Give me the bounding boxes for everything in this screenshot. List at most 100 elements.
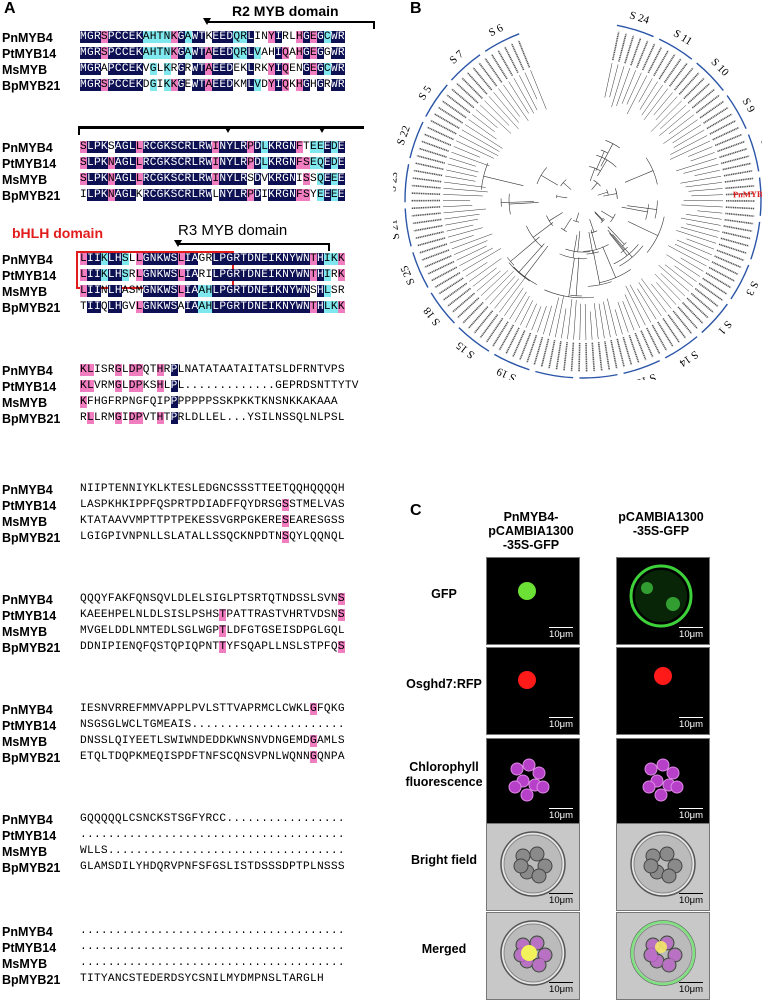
leaf-name-mark — [527, 335, 536, 362]
leaf-branch — [448, 164, 479, 172]
leaf-branch — [641, 278, 666, 312]
scale-bar-line — [679, 893, 703, 894]
leaf-name-mark — [498, 50, 512, 75]
leaf-name-mark — [725, 178, 754, 182]
internal-branch — [603, 194, 616, 197]
leaf-branch — [454, 241, 487, 255]
leaf-branch — [514, 78, 534, 113]
leaf-branch — [616, 68, 629, 106]
leaf-branch — [642, 85, 663, 115]
sequence-text: MVGELDDLNMTEDLSGLWGPTLDFGTGSEISDPGLGQL — [80, 625, 345, 637]
r3-domain-label: R3 MYB domain — [178, 222, 287, 239]
leaf-branch — [444, 182, 486, 187]
leaf-name-mark — [417, 156, 445, 163]
internal-branch — [595, 212, 603, 220]
leaf-branch — [655, 274, 681, 301]
sequence-text: LASPKHKIPPFQSPRTPDIADFFQYDRSGSSTMELVAS — [80, 499, 345, 511]
leaf-name-mark — [412, 213, 441, 216]
subgroup-label: S 16 — [634, 371, 657, 380]
leaf-branch — [681, 227, 718, 237]
leaf-name-mark — [687, 298, 708, 318]
leaf-name-mark — [448, 288, 471, 306]
alignment-row: PtMYB14 LASPKHKIPPFQSPRTPDIADFFQYDRSGSSTM… — [2, 498, 397, 514]
internal-branch — [484, 176, 524, 186]
leaf-branch — [469, 258, 501, 281]
panel-c-letter: C — [410, 502, 422, 520]
sequence-text: ...................................... — [80, 925, 345, 937]
leaf-branch — [618, 302, 628, 332]
leaf-branch — [651, 101, 682, 132]
leaf-name-mark — [664, 59, 681, 83]
sequence-name: PtMYB14 — [2, 380, 74, 394]
sequence-name: BpMYB21 — [2, 861, 74, 875]
leaf-branch — [445, 176, 475, 181]
subgroup-label: S 6 — [487, 22, 506, 39]
internal-branch — [593, 251, 600, 285]
leaf-name-mark — [463, 302, 483, 323]
leaf-name-mark — [611, 340, 617, 368]
sequence-name: MsMYB — [2, 285, 74, 299]
leaf-name-mark — [439, 278, 463, 294]
domain-marker-block2-b — [318, 126, 326, 133]
r2-domain-marker — [203, 18, 211, 25]
alignment-block: PnMYB4..................................… — [2, 924, 397, 988]
internal-branch — [549, 212, 563, 220]
leaf-name-mark — [414, 170, 443, 175]
phylogenetic-tree: S 24S 11S 10S 9S 12S 4S 2S 3S 1S 14S 16S… — [393, 0, 762, 380]
leaf-name-mark — [717, 142, 744, 152]
subgroup-arc — [748, 134, 758, 171]
sequence-text: KTATAAVVMPTTPTPEKESSVGRPGKERESEARESGSS — [80, 515, 345, 527]
scale-bar-line — [549, 717, 573, 718]
leaf-name-mark — [652, 325, 666, 350]
leaf-branch — [444, 209, 486, 213]
leaf-name-mark — [678, 307, 697, 329]
leaf-branch — [580, 304, 581, 340]
leaf-name-mark — [703, 278, 727, 294]
leaf-name-mark — [631, 38, 641, 65]
leaf-branch — [659, 265, 690, 291]
sequence-name: MsMYB — [2, 625, 74, 639]
leaf-name-mark — [505, 47, 518, 73]
leaf-name-mark — [415, 232, 443, 238]
sequence-name: PtMYB14 — [2, 269, 74, 283]
sequence-name: PnMYB4 — [2, 253, 74, 267]
subgroup-label: S 18 — [421, 304, 443, 327]
internal-branch — [576, 257, 579, 295]
leaf-name-mark — [457, 83, 478, 103]
leaf-name-mark — [706, 273, 731, 288]
sequence-name: PtMYB14 — [2, 499, 74, 513]
sequence-name: MsMYB — [2, 735, 74, 749]
leaf-branch — [574, 300, 577, 340]
subgroup-label: S 19 — [494, 365, 517, 380]
leaf-name-mark — [663, 318, 679, 342]
scale-bar-line — [679, 982, 703, 983]
leaf-branch — [697, 211, 722, 213]
subgroup-arc — [751, 222, 760, 259]
leaf-name-mark — [617, 339, 624, 367]
leaf-branch — [639, 78, 653, 102]
sequence-name: PtMYB14 — [2, 157, 74, 171]
internal-branch — [511, 237, 540, 262]
internal-branch — [509, 202, 539, 204]
sequence-name: MsMYB — [2, 63, 74, 77]
scale-bar-label: 10μm — [549, 984, 573, 995]
leaf-branch — [686, 182, 722, 187]
internal-branch — [590, 219, 594, 232]
internal-branch — [595, 213, 603, 221]
subgroup-arc — [410, 122, 423, 158]
leaf-branch — [689, 188, 723, 191]
leaf-name-mark — [692, 89, 714, 108]
column-header: pCAMBIA1300 -35S-GFP — [586, 510, 736, 538]
leaf-name-mark — [721, 238, 749, 246]
leaf-name-mark — [629, 335, 638, 362]
